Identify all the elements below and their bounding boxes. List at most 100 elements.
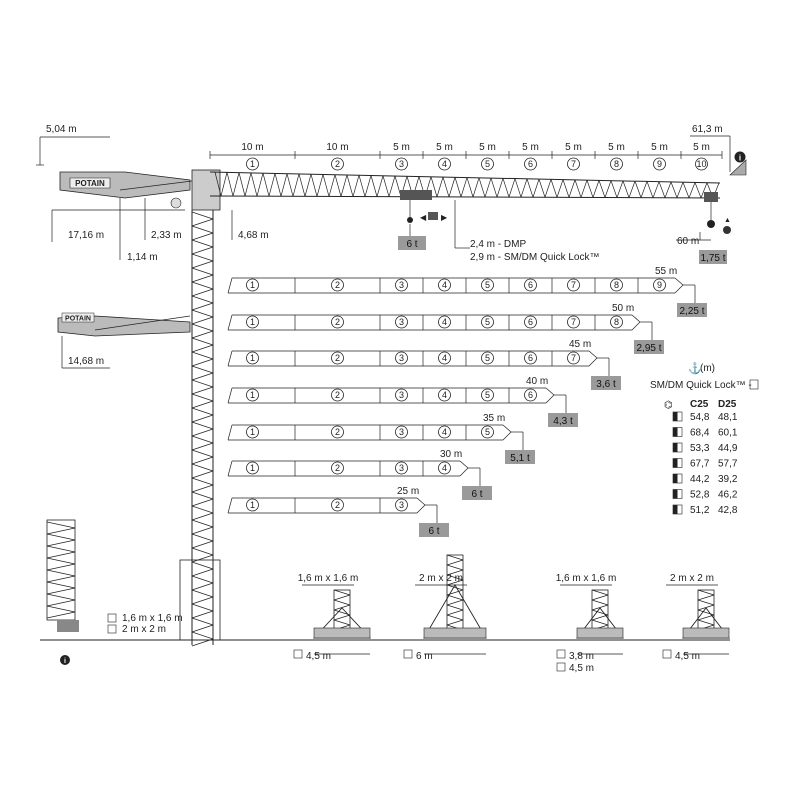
config-load-box: 6 t [462, 486, 492, 500]
tip-marker-icon [729, 159, 747, 176]
trolley-60m-label: 60 m [677, 236, 699, 247]
base-top-label: 2 m x 2 m [670, 573, 714, 584]
jib-section-number: 7 [571, 159, 576, 169]
jib-section-length: 10 m [326, 142, 348, 153]
config-section-number: 2 [335, 280, 340, 290]
jib-section-6: 5 m6 [522, 142, 539, 171]
svg-text:i: i [739, 154, 741, 163]
height-d25: 57,7 [718, 459, 738, 470]
svg-text:5,1 t: 5,1 t [510, 453, 530, 464]
config-section-number: 6 [528, 390, 533, 400]
config-section-number: 5 [485, 353, 490, 363]
config-section-number: 2 [335, 390, 340, 400]
jib-section-number: 2 [335, 159, 340, 169]
height-c25: 68,4 [690, 428, 710, 439]
height-504-label: 5,04 m [46, 124, 77, 135]
mast-legend: 1,6 m x 1,6 m2 m x 2 m [107, 613, 183, 635]
base-top-label: 2 m x 2 m [419, 573, 463, 584]
jib-section-number: 10 [696, 159, 706, 169]
jib-section-8: 5 m8 [608, 142, 625, 171]
jib-section-number: 4 [442, 159, 447, 169]
config-load-box: 2,95 t [634, 340, 664, 354]
config-section-number: 3 [399, 280, 404, 290]
height-row: 67,7 57,7 [672, 458, 738, 470]
svg-text:2,95 t: 2,95 t [636, 343, 661, 354]
jib-section-length: 5 m [565, 142, 582, 153]
height-d25: 60,1 [718, 428, 738, 439]
brand-logo: POTAIN [75, 179, 105, 188]
config-section-number: 4 [442, 280, 447, 290]
config-section-number: 3 [399, 353, 404, 363]
height-row: 51,2 42,8 [672, 504, 738, 516]
info-icon[interactable] [734, 151, 746, 163]
config-section-number: 3 [399, 427, 404, 437]
config-length-label: 25 m [397, 486, 419, 497]
mast-legend-label: 1,6 m x 1,6 m [122, 613, 183, 624]
config-section-number: 1 [250, 463, 255, 473]
config-section-number: 8 [614, 280, 619, 290]
max-load-box: 6 t [398, 236, 426, 250]
jib-section-number: 1 [250, 159, 255, 169]
svg-text:2,25 t: 2,25 t [679, 306, 704, 317]
config-load-box: 5,1 t [505, 450, 535, 464]
svg-text:4,3 t: 4,3 t [553, 416, 573, 427]
jib-section-length: 5 m [651, 142, 668, 153]
jib-section-length: 5 m [522, 142, 539, 153]
counter-468-label: 4,68 m [238, 230, 269, 241]
sm-dm-label: 2,9 m - SM/DM Quick Lock™ [470, 252, 599, 263]
counter-114-label: 1,14 m [127, 252, 158, 263]
config-section-number: 4 [442, 390, 447, 400]
svg-text:i: i [64, 658, 66, 665]
half-left-square-icon [293, 649, 303, 659]
svg-text:D25: D25 [718, 399, 737, 410]
svg-text:▲: ▲ [724, 217, 731, 224]
config-section-number: 1 [250, 390, 255, 400]
jib-section-5: 5 m5 [479, 142, 496, 171]
base-bottom-label: 6 m [416, 651, 433, 662]
config-section-number: 6 [528, 317, 533, 327]
svg-text:▶: ▶ [441, 213, 448, 222]
jib-section-7: 5 m 7 [565, 142, 582, 171]
height-c25: 51,2 [690, 505, 710, 516]
jib-section-number: 5 [485, 159, 490, 169]
jib-section-length: 5 m [393, 142, 410, 153]
jib-length-label: 61,3 m [692, 124, 723, 135]
jib-section-length: 5 m [693, 142, 710, 153]
svg-text:POTAIN: POTAIN [65, 316, 91, 323]
diagonal-square-icon [403, 649, 413, 659]
jib-section-number: 9 [657, 159, 662, 169]
height-c25: 67,7 [690, 459, 710, 470]
svg-text:◀: ◀ [420, 213, 427, 222]
config-section-number: 8 [614, 317, 619, 327]
config-section-number: 7 [571, 353, 576, 363]
height-table: ⚓ (m) SM/DM Quick Lock™ - C25 D25 ⌬ 54,8… [650, 362, 759, 516]
jib-section-length: 5 m [436, 142, 453, 153]
svg-text:3,6 t: 3,6 t [596, 379, 616, 390]
config-section-number: 7 [571, 280, 576, 290]
config-length-label: 50 m [612, 303, 634, 314]
jib-section-number: 8 [614, 159, 619, 169]
config-section-number: 5 [485, 317, 490, 327]
height-c25: 52,8 [690, 490, 710, 501]
config-section-number: 4 [442, 353, 447, 363]
height-table-title: SM/DM Quick Lock™ - [650, 380, 752, 391]
config-length-label: 55 m [655, 266, 677, 277]
config-section-number: 3 [399, 317, 404, 327]
jib-truss [209, 171, 721, 199]
jib-section-2: 10 m 2 [326, 142, 349, 171]
config-section-number: 1 [250, 317, 255, 327]
config-section-number: 4 [442, 427, 447, 437]
config-section-number: 9 [657, 280, 662, 290]
config-section-number: 5 [485, 390, 490, 400]
height-d25: 42,8 [718, 505, 738, 516]
config-section-number: 2 [335, 427, 340, 437]
config-section-number: 2 [335, 353, 340, 363]
jib-section-9: 5 m 9 [651, 142, 668, 171]
half-left-square-icon [107, 613, 117, 623]
